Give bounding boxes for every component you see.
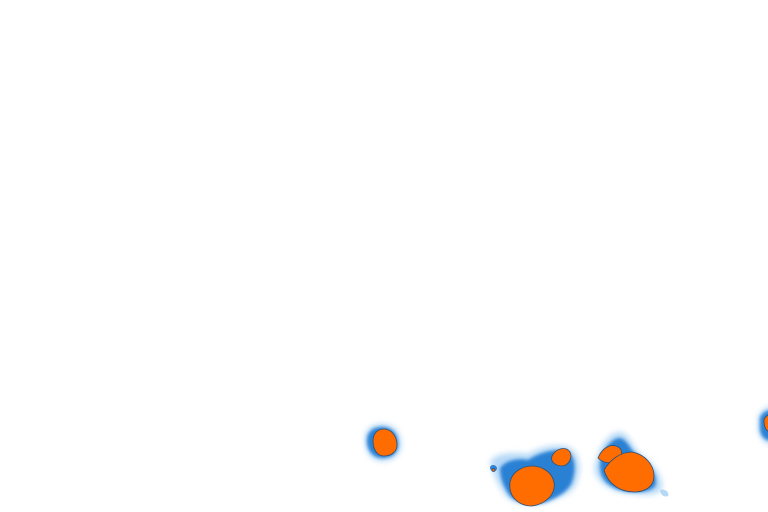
region-blob-1 <box>364 424 401 461</box>
region-blob-2 <box>490 445 580 507</box>
region-blob-3 <box>594 432 669 497</box>
region-blob-4 <box>758 406 768 444</box>
